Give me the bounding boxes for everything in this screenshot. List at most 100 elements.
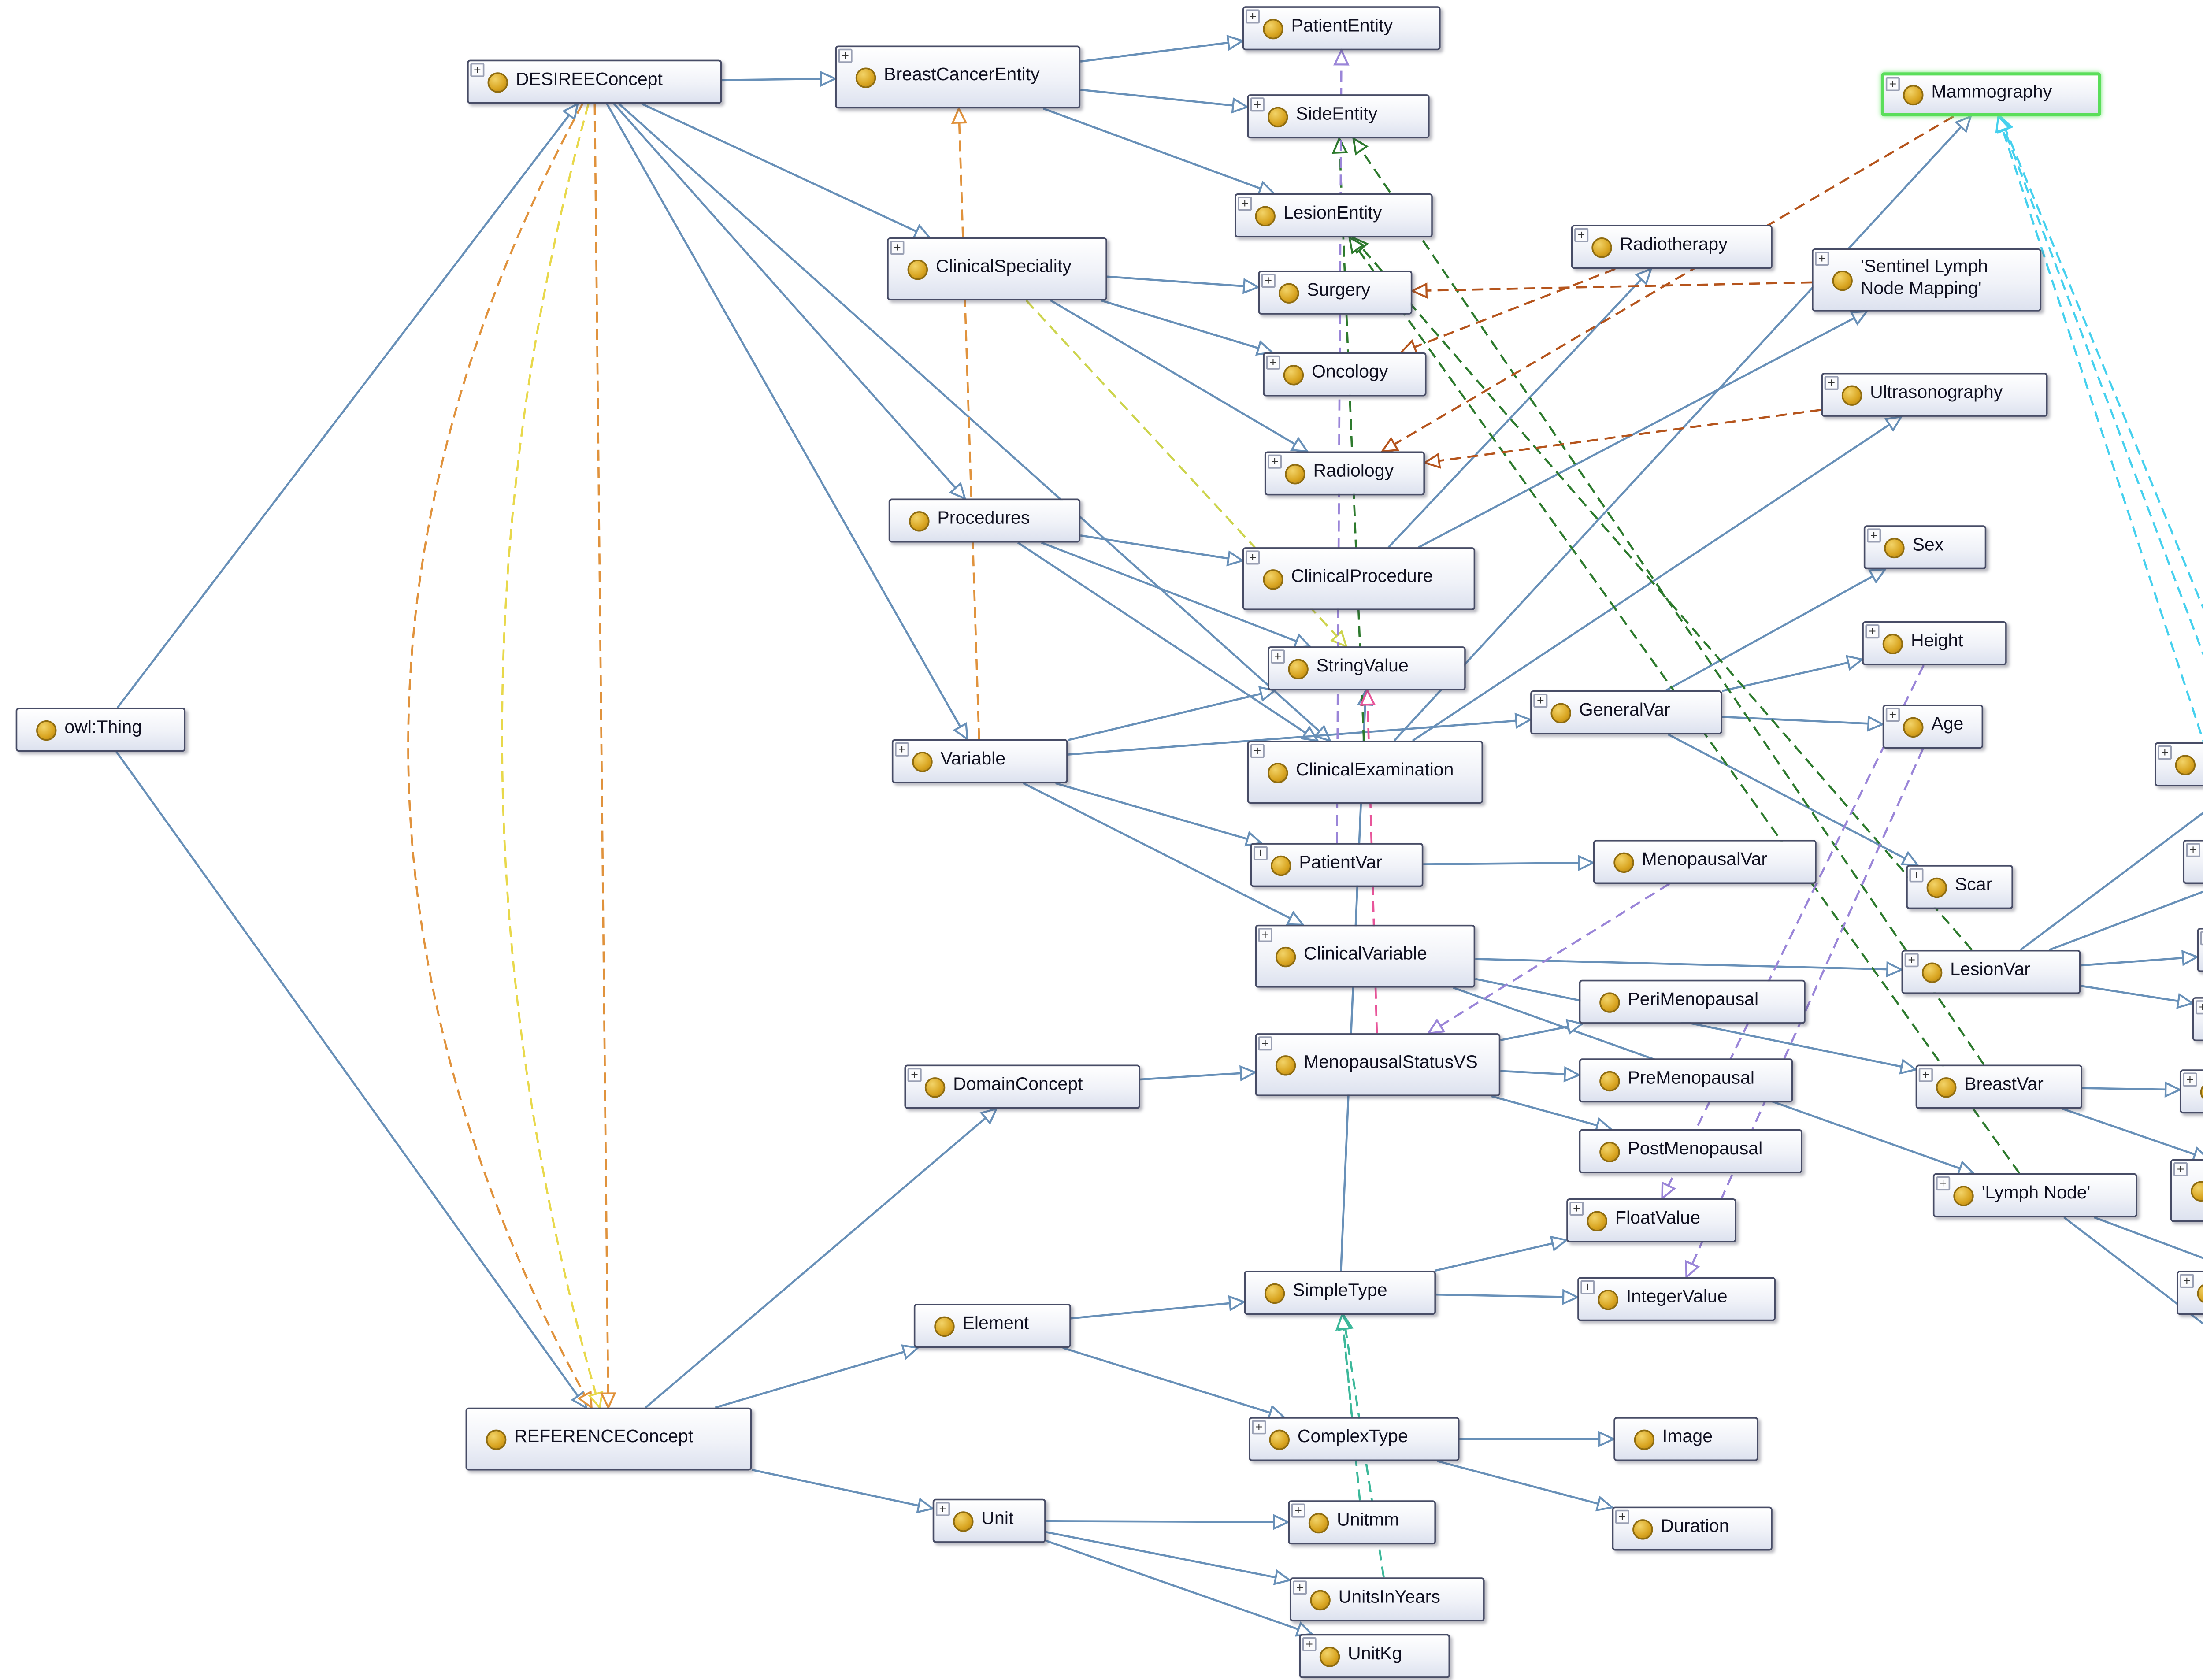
- expand-icon[interactable]: +: [890, 241, 905, 255]
- node-stringValue[interactable]: +StringValue: [1268, 646, 1466, 691]
- node-oncology[interactable]: +Oncology: [1263, 352, 1427, 397]
- node-age[interactable]: +Age: [1882, 705, 1984, 749]
- expand-icon[interactable]: +: [1569, 1202, 1584, 1216]
- expand-icon[interactable]: +: [1258, 1036, 1272, 1051]
- node-desireeConcept[interactable]: +DESIREEConcept: [467, 59, 722, 104]
- expand-icon[interactable]: +: [1885, 708, 1900, 722]
- node-breastCancerEntity[interactable]: +BreastCancerEntity: [835, 45, 1081, 109]
- expand-icon[interactable]: +: [2200, 931, 2203, 946]
- expand-icon[interactable]: +: [1253, 846, 1268, 860]
- node-complexType[interactable]: +ComplexType: [1249, 1417, 1460, 1461]
- node-preMenopausal[interactable]: PreMenopausal: [1579, 1058, 1793, 1103]
- expand-icon[interactable]: +: [1904, 953, 1919, 968]
- node-lesionSize[interactable]: +'Lesion Size': [2183, 840, 2203, 884]
- node-tumorSide[interactable]: +'Tumor Side': [2197, 928, 2203, 972]
- expand-icon[interactable]: +: [1258, 928, 1272, 942]
- expand-icon[interactable]: +: [2158, 745, 2172, 760]
- node-integerValue[interactable]: +IntegerValue: [1577, 1277, 1776, 1321]
- expand-icon[interactable]: +: [935, 1502, 950, 1516]
- expand-icon[interactable]: +: [2186, 843, 2200, 857]
- expand-icon[interactable]: +: [1615, 1509, 1630, 1524]
- node-procedures[interactable]: Procedures: [888, 498, 1081, 543]
- expand-icon[interactable]: +: [1238, 197, 1252, 211]
- node-unitKg[interactable]: +UnitKg: [1299, 1634, 1450, 1678]
- expand-icon[interactable]: +: [1815, 252, 1829, 266]
- node-scar[interactable]: +Scar: [1906, 865, 2013, 909]
- node-element[interactable]: Element: [913, 1304, 1071, 1348]
- expand-icon[interactable]: +: [2173, 1162, 2188, 1176]
- expand-icon[interactable]: +: [1246, 550, 1260, 565]
- expand-icon[interactable]: +: [895, 742, 909, 757]
- node-generalVar[interactable]: +GeneralVar: [1530, 690, 1722, 734]
- node-surgery[interactable]: +Surgery: [1258, 270, 1413, 315]
- expand-icon[interactable]: +: [838, 48, 853, 63]
- node-lymphadenopathy[interactable]: +Lymphadenopathy: [2177, 1271, 2203, 1315]
- node-lesionVar[interactable]: +LesionVar: [1901, 949, 2081, 994]
- node-lesionCurves[interactable]: +'Lesion Curves': [2155, 742, 2203, 786]
- expand-icon[interactable]: +: [1824, 376, 1839, 390]
- expand-icon[interactable]: +: [2183, 1072, 2197, 1087]
- node-postMenopausal[interactable]: PostMenopausal: [1579, 1129, 1802, 1173]
- expand-icon[interactable]: +: [2180, 1274, 2194, 1288]
- node-menopausalVar[interactable]: MenopausalVar: [1593, 840, 1817, 884]
- node-floatValue[interactable]: +FloatValue: [1566, 1198, 1736, 1242]
- node-clinicalProcedure[interactable]: +ClinicalProcedure: [1242, 547, 1476, 610]
- expand-icon[interactable]: +: [2196, 1000, 2203, 1015]
- expand-icon[interactable]: +: [1266, 355, 1280, 370]
- node-clinicalSpecialty[interactable]: +ClinicalSpeciality: [887, 237, 1107, 300]
- expand-icon[interactable]: +: [1250, 744, 1265, 758]
- node-massDensity[interactable]: +'Mass Density': [2192, 997, 2203, 1042]
- expand-icon[interactable]: +: [470, 63, 485, 77]
- edge-unit-unitKg: [1045, 1539, 1299, 1631]
- node-clinicalVariable[interactable]: +ClinicalVariable: [1255, 924, 1476, 988]
- node-mammaryEffusionNumber[interactable]: +'Mammary Effusion Number': [2170, 1159, 2203, 1222]
- node-unit[interactable]: +Unit: [932, 1498, 1046, 1543]
- expand-icon[interactable]: +: [1918, 1068, 1933, 1082]
- node-breastShape[interactable]: +'Breast Shape': [2180, 1069, 2203, 1114]
- expand-icon[interactable]: +: [1533, 694, 1548, 708]
- node-unitmm[interactable]: +Unitmm: [1288, 1500, 1436, 1545]
- expand-icon[interactable]: +: [1271, 649, 1285, 664]
- node-radiotherapy[interactable]: +Radiotherapy: [1571, 225, 1773, 269]
- node-ultrasonography[interactable]: +Ultrasonography: [1821, 372, 2048, 417]
- node-sentinelLymphNodeMapping[interactable]: +'Sentinel Lymph Node Mapping': [1812, 248, 2042, 312]
- node-clinicalExamination[interactable]: +ClinicalExamination: [1247, 741, 1484, 804]
- expand-icon[interactable]: +: [907, 1068, 922, 1082]
- node-menopausalStatusVS[interactable]: +MenopausalStatusVS: [1255, 1033, 1501, 1096]
- expand-icon[interactable]: +: [1885, 77, 1900, 92]
- expand-icon[interactable]: +: [1909, 868, 1924, 883]
- node-image[interactable]: Image: [1613, 1417, 1758, 1461]
- expand-icon[interactable]: +: [1574, 228, 1589, 242]
- expand-icon[interactable]: +: [1302, 1637, 1317, 1651]
- node-patientEntity[interactable]: +PatientEntity: [1242, 6, 1441, 51]
- node-sex[interactable]: +Sex: [1863, 525, 1987, 570]
- node-periMenopausal[interactable]: PeriMenopausal: [1579, 979, 1806, 1024]
- expand-icon[interactable]: +: [1936, 1176, 1951, 1191]
- node-mammography[interactable]: +Mammography: [1881, 72, 2101, 117]
- node-lymphNode[interactable]: +'Lymph Node': [1932, 1173, 2137, 1217]
- node-sideEntity[interactable]: +SideEntity: [1247, 94, 1430, 139]
- expand-icon[interactable]: +: [1246, 9, 1260, 24]
- expand-icon[interactable]: +: [1252, 1420, 1266, 1435]
- expand-icon[interactable]: +: [1291, 1503, 1305, 1518]
- node-patientVar[interactable]: +PatientVar: [1250, 843, 1424, 887]
- expand-icon[interactable]: +: [1580, 1280, 1595, 1294]
- node-unitsInYears[interactable]: +UnitsInYears: [1289, 1577, 1485, 1622]
- expand-icon[interactable]: +: [1268, 454, 1282, 469]
- expand-icon[interactable]: +: [1261, 274, 1276, 288]
- expand-icon[interactable]: +: [1865, 624, 1880, 639]
- node-variable[interactable]: +Variable: [891, 739, 1068, 783]
- node-simpleType[interactable]: SimpleType: [1244, 1271, 1436, 1315]
- expand-icon[interactable]: +: [1250, 97, 1265, 112]
- node-lesionEntity[interactable]: +LesionEntity: [1235, 193, 1433, 237]
- node-referenceConcept[interactable]: REFERENCEConcept: [465, 1407, 752, 1471]
- node-breastVar[interactable]: +BreastVar: [1915, 1064, 2083, 1109]
- node-owlThing[interactable]: owl:Thing: [15, 708, 186, 752]
- expand-icon[interactable]: +: [1293, 1580, 1307, 1595]
- node-duration[interactable]: +Duration: [1612, 1506, 1773, 1551]
- expand-icon[interactable]: +: [1866, 528, 1881, 543]
- node-domainConcept[interactable]: +DomainConcept: [904, 1064, 1140, 1109]
- node-radiology[interactable]: +Radiology: [1264, 451, 1425, 496]
- node-height[interactable]: +Height: [1862, 621, 2007, 665]
